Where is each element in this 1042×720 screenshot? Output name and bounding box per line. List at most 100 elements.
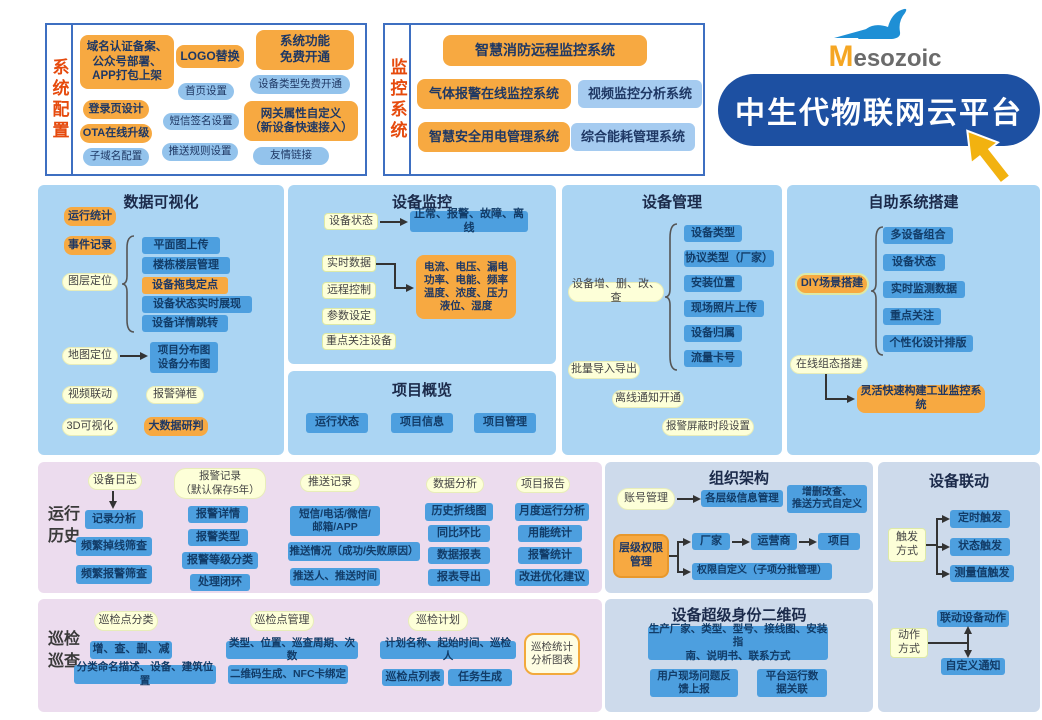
run-history-label: 运行 历史	[48, 506, 81, 545]
node-key-focus: 重点关注	[883, 308, 941, 325]
node-push-channels: 短信/电话/微信/ 邮箱/APP	[290, 506, 380, 536]
node-push-person-time: 推送人、推送时间	[290, 568, 380, 586]
node-realtime-data: 实时数据	[322, 255, 376, 272]
brace-icon	[665, 223, 678, 371]
node-map-locate: 地图定位	[62, 347, 118, 365]
node-video-linkage: 视频联动	[62, 386, 118, 404]
connector-line	[669, 555, 677, 557]
arrow-icon	[693, 495, 701, 503]
arrow-icon	[683, 568, 691, 576]
node-perm-mgmt: 层级权限 管理	[613, 534, 669, 578]
node-close-loop: 处理闭环	[190, 574, 250, 591]
node-safe-power-system: 智慧安全用电管理系统	[418, 122, 570, 152]
node-inspect-stats: 巡检统计 分析图表	[524, 633, 580, 675]
monitor-systems-label: 监控系统	[385, 25, 411, 174]
connector-line	[677, 498, 693, 500]
connector-line	[936, 546, 942, 548]
connector-line	[380, 221, 400, 223]
node-device-type-free: 设备类型免费开通	[250, 75, 350, 94]
arrow-icon	[140, 352, 148, 360]
qrcode-panel: 设备超级身份二维码 生产厂家、类型、型号、接线图、安装指 南、说明书、联系方式 …	[605, 599, 873, 712]
node-device-detail-jump: 设备详情跳转	[142, 315, 228, 332]
brand-logo: Mesozoic	[790, 8, 980, 73]
arrow-icon	[964, 626, 972, 634]
system-config-panel: 系统配置 域名认证备案、 公众号部署、 APP打包上架 登录页设计 OTA在线升…	[45, 23, 367, 176]
node-report-export: 报表导出	[428, 569, 490, 586]
arrow-icon	[942, 515, 950, 523]
brace-icon	[871, 226, 884, 356]
node-push-rules: 推送规则设置	[162, 143, 238, 161]
arrow-icon	[400, 218, 408, 226]
node-scada-build: 在线组态搭建	[790, 355, 868, 374]
node-multi-device: 多设备组合	[883, 227, 953, 244]
node-log-analysis: 记录分析	[85, 510, 143, 529]
node-event-log: 事件记录	[64, 236, 116, 255]
node-device-belonging: 设备归属	[684, 325, 742, 342]
node-device-status: 设备状态	[324, 213, 378, 230]
node-ota-upgrade: OTA在线升级	[80, 124, 152, 143]
node-friend-links: 友情链接	[253, 147, 329, 165]
platform-title-pill: 中生代物联网云平台	[718, 74, 1040, 146]
node-measure-trigger: 测量值触发	[950, 565, 1014, 582]
node-video-analysis-system: 视频监控分析系统	[578, 80, 702, 108]
brace-icon	[122, 235, 135, 333]
node-user-feedback: 用户现场问题反 馈上报	[650, 669, 738, 697]
linkage-panel: 设备联动 触发 方式 定时触发 状态触发 测量值触发 联动设备动作 动作 方式 …	[878, 462, 1040, 712]
node-level-info-mgmt: 各层级信息管理	[701, 490, 783, 507]
node-manufacturer: 厂家	[692, 533, 730, 550]
node-custom-layout: 个性化设计排版	[883, 335, 973, 352]
node-fire-monitor-system: 智慧消防远程监控系统	[443, 35, 647, 66]
node-focus-devices: 重点关注设备	[322, 333, 396, 350]
node-point-mgmt: 巡检点管理	[250, 611, 314, 631]
connector-line	[967, 632, 969, 652]
arrow-icon	[942, 543, 950, 551]
node-run-stats: 运行统计	[64, 207, 116, 226]
project-overview-title: 项目概览	[391, 382, 452, 399]
node-bigdata-judge: 大数据研判	[144, 417, 208, 436]
node-status-trigger: 状态触发	[950, 538, 1010, 556]
node-gas-alarm-system: 气体报警在线监控系统	[417, 79, 571, 109]
node-energy-system: 综合能耗管理系统	[571, 123, 695, 151]
node-distribution-maps: 项目分布图 设备分布图	[150, 342, 218, 373]
node-project-report: 项目报告	[516, 476, 570, 493]
node-energy-stats: 用能统计	[518, 525, 582, 542]
node-device-drag-pin: 设备拖曳定点	[142, 277, 228, 294]
node-yoy-mom: 同比环比	[428, 525, 490, 542]
node-project-info: 项目信息	[391, 413, 453, 433]
node-data-report: 数据报表	[428, 547, 490, 564]
connector-line	[926, 544, 936, 546]
node-floorplan-upload: 平面图上传	[142, 237, 220, 254]
node-crud-push-custom: 增删改查、 推送方式自定义	[787, 485, 867, 513]
node-alarm-type: 报警类型	[188, 529, 248, 546]
connector-line	[394, 287, 408, 289]
node-push-result: 推送情况（成功/失败原因）	[288, 542, 420, 561]
connector-line	[936, 573, 942, 575]
connector-line	[394, 263, 396, 289]
node-remote-control: 远程控制	[322, 282, 376, 299]
dinosaur-logo-icon	[834, 8, 907, 40]
connector-line	[112, 491, 114, 502]
node-diy-scene: DIY场景搭建	[795, 273, 869, 295]
node-custom-notify: 自定义通知	[941, 658, 1005, 675]
node-operator: 运营商	[751, 533, 797, 550]
connector-line	[825, 398, 847, 400]
node-homepage-setting: 首页设置	[178, 83, 234, 100]
monitor-systems-panel: 监控系统 智慧消防远程监控系统 气体报警在线监控系统 视频监控分析系统 智慧安全…	[383, 23, 705, 176]
node-offline-notice: 离线通知开通	[612, 390, 684, 408]
node-frequent-alarm: 频繁报警筛查	[76, 565, 152, 584]
node-point-list: 巡检点列表	[382, 669, 444, 686]
node-task-gen: 任务生成	[448, 669, 512, 686]
node-protocol-type: 协议类型（厂家）	[684, 250, 774, 267]
node-device-crud: 设备增、删、改、查	[568, 278, 664, 304]
connector-line	[677, 541, 683, 543]
node-metrics: 电流、电压、漏电 功率、电能、频率 温度、浓度、压力 液位、湿度	[416, 255, 516, 319]
node-alarm-record: 报警记录 （默认保存5年）	[174, 468, 266, 499]
node-layer-locate: 图层定位	[62, 273, 118, 291]
node-gateway-custom: 网关属性自定义 （新设备快速接入）	[244, 101, 358, 141]
device-mgmt-panel: 设备管理 设备增、删、改、查 设备类型 协议类型（厂家） 安装位置 现场照片上传…	[562, 185, 782, 455]
node-install-location: 安装位置	[684, 275, 742, 292]
node-logo-replace: LOGO替换	[176, 45, 244, 68]
logo-letters-rest: esozoic	[853, 45, 942, 72]
self-build-title: 自助系统搭建	[868, 194, 959, 211]
